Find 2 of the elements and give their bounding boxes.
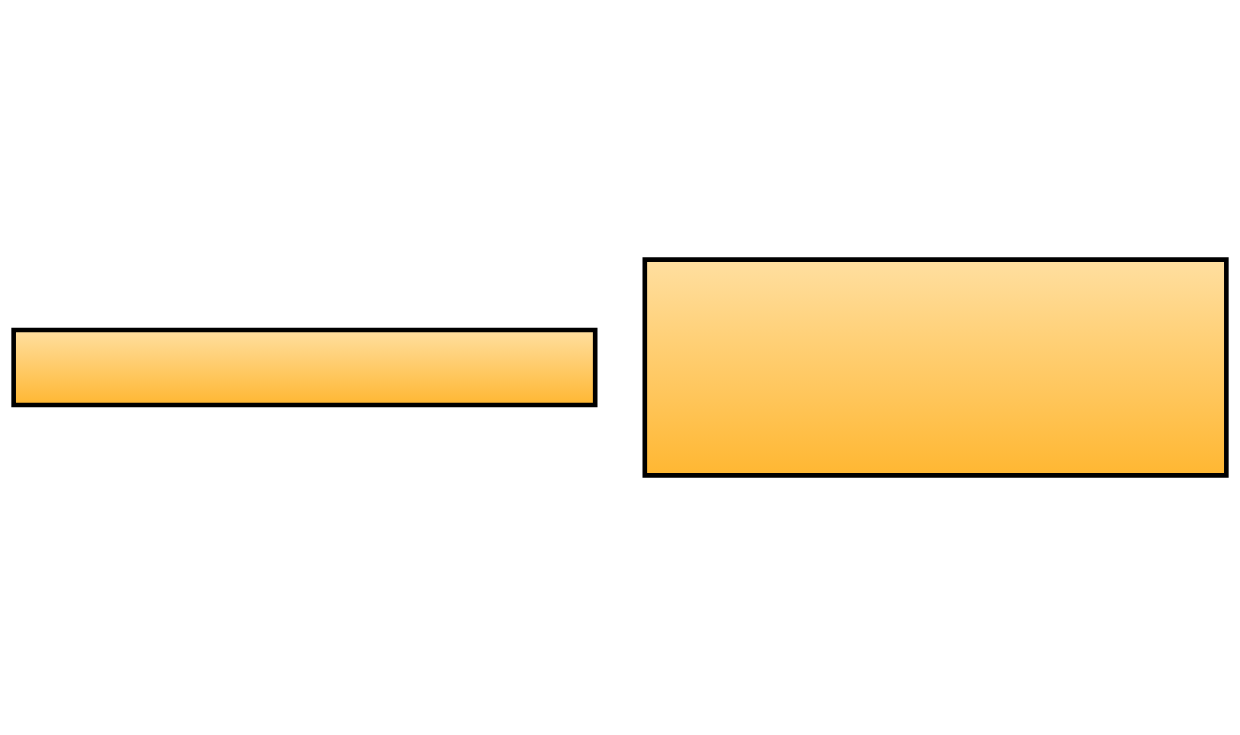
node-box [642,257,1229,478]
node-box [11,327,598,408]
